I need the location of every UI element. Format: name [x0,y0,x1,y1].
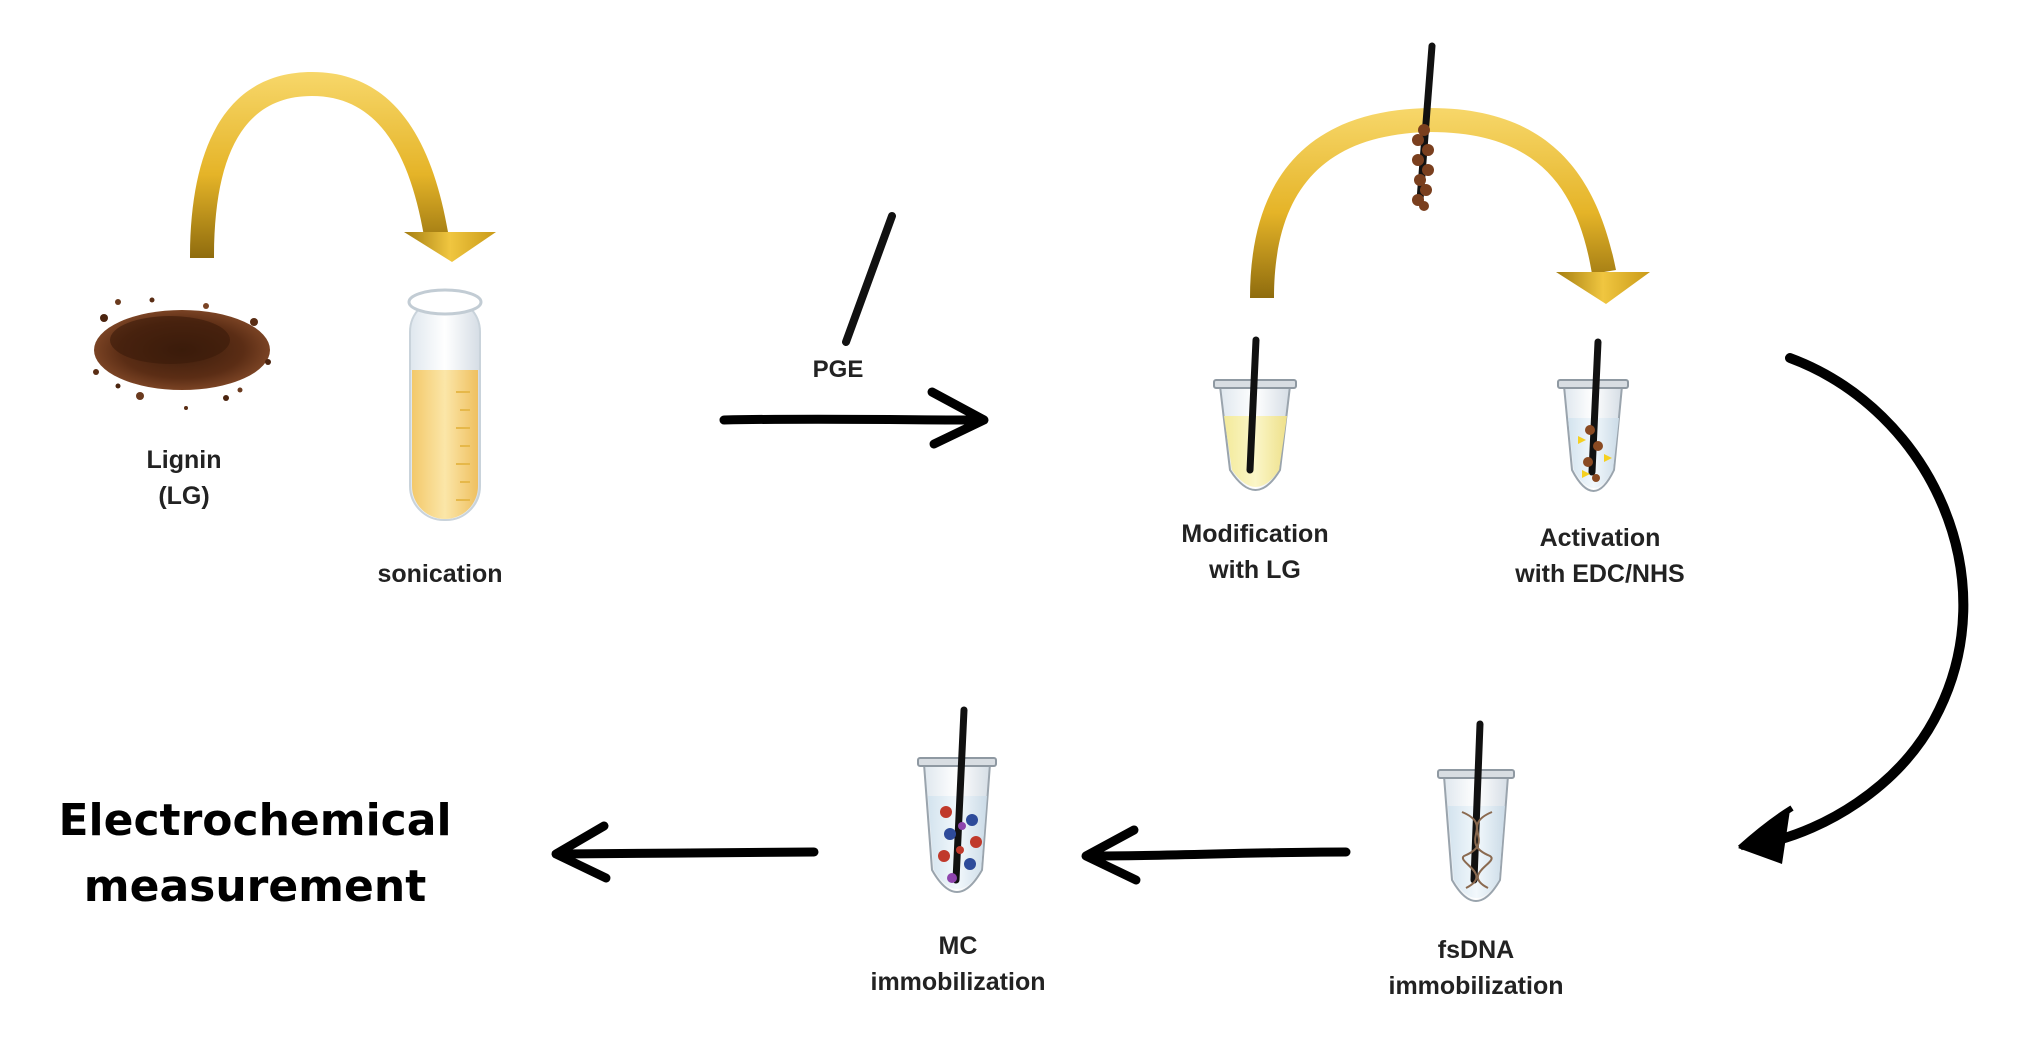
fsdna-line1: fsDNA [1437,936,1515,964]
lignin-label-line2: (LG) [158,482,210,510]
arrow-to-mc [1081,825,1351,885]
modification-label: Modification with LG [1150,516,1360,588]
modification-line1: Modification [1181,520,1329,548]
microcentrifuge-tube-icon [1213,336,1297,491]
mc-label: MC immobilization [848,928,1068,1000]
lignin-label-line1: Lignin [146,446,222,474]
fsdna-label: fsDNA immobilization [1366,932,1586,1004]
final-line1: Electrochemical [58,795,452,846]
lignin-label: Lignin (LG) [124,442,244,514]
mc-line2: immobilization [870,968,1046,996]
lignin-coated-electrode-icon [1412,42,1436,211]
arrow-to-measurement [551,821,819,883]
modification-line2: with LG [1209,556,1301,584]
sonication-text: sonication [377,560,503,588]
fsdna-tube-icon [1437,720,1515,902]
pge-text: PGE [812,356,864,383]
final-line2: measurement [83,861,427,912]
activation-line2: with EDC/NHS [1515,560,1685,588]
gold-curved-arrow-1 [190,72,496,262]
electrochemical-measurement-label: Electrochemical measurement [50,788,460,920]
dna-mc-complex-icon [938,806,982,883]
activation-line1: Activation [1539,524,1661,552]
test-tube-icon [407,288,483,521]
pencil-graphite-electrode-icon [842,212,896,346]
curved-arrow-to-fsdna [1737,353,1969,864]
arrow-to-modification [719,387,989,449]
gold-curved-arrow-2 [1250,108,1650,304]
pge-label: PGE [798,352,878,388]
activation-label: Activation with EDC/NHS [1490,520,1710,592]
lignin-powder-icon [93,297,271,410]
dna-helix-icon [1461,811,1493,889]
mc-tube-icon [917,706,997,893]
fsdna-line2: immobilization [1388,972,1564,1000]
activation-tube-icon [1557,338,1629,492]
sonication-label: sonication [360,556,520,592]
mc-line1: MC [938,932,978,960]
